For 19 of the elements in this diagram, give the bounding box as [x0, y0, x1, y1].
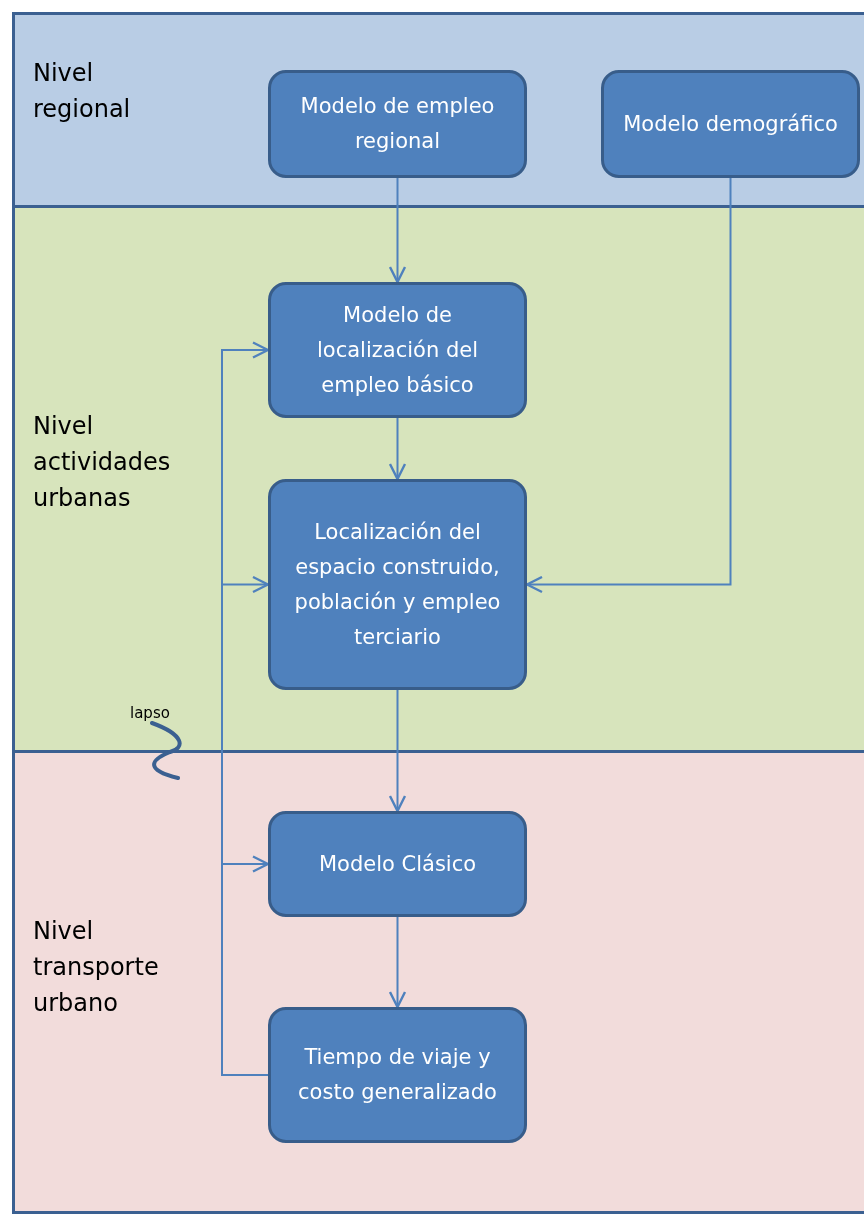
level-band: [12, 12, 864, 208]
level-heading: Nivel regional: [33, 58, 132, 125]
level-band: [12, 750, 864, 1214]
process-box: Modelo de empleo regional: [268, 70, 527, 178]
arrow: [388, 417, 407, 481]
arrow: [525, 177, 732, 594]
process-box: Modelo de localización del empleo básico: [268, 282, 527, 418]
level-band: [12, 205, 864, 753]
arrow: [388, 916, 407, 1009]
level-heading: Nivel transporte urbano: [33, 916, 160, 1019]
arrow: [388, 177, 407, 284]
annotation-label: lapso: [130, 704, 170, 722]
process-box: Modelo demográfico: [601, 70, 860, 178]
level-heading: Nivel actividades urbanas: [33, 411, 172, 514]
process-box: Localización del espacio construido, población y empleo terciario: [268, 479, 527, 690]
arrow: [388, 689, 407, 813]
process-box: Tiempo de viaje y costo generalizado: [268, 1007, 527, 1143]
arrow: [221, 855, 270, 1076]
process-box: Modelo Clásico: [268, 811, 527, 917]
